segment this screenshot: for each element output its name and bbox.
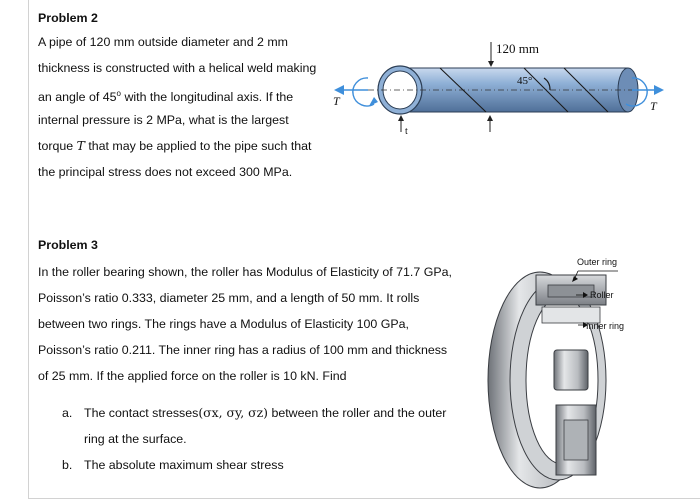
problem2-line-5: torque T that may be applied to the pipe…	[38, 138, 312, 154]
problem2-line-3a: an angle of 45	[38, 90, 117, 105]
problem3-line-4: Poisson’s ratio 0.211. The inner ring ha…	[38, 343, 448, 357]
pipe-figure: 120 mm 45° T T t	[333, 41, 664, 137]
bearing-lower-section	[555, 404, 597, 476]
torque-left-arrow	[334, 77, 378, 107]
roller-element	[553, 349, 589, 391]
problem2-line-1: A pipe of 120 mm outside diameter and 2 …	[38, 35, 289, 49]
item-b-text: The absolute maximum shear stress	[84, 458, 284, 472]
item-a-text: The contact stresses	[84, 406, 199, 420]
torque-right-label: T	[650, 99, 658, 113]
angle-label: 45°	[517, 75, 532, 87]
diameter-arrow	[488, 42, 494, 67]
problem2-line-5a: torque	[38, 139, 74, 153]
torque-symbol: T	[76, 138, 85, 153]
problem2-line-2: thickness is constructed with a helical …	[38, 61, 317, 75]
diameter-label: 120 mm	[496, 41, 539, 56]
problem3-heading: Problem 3	[38, 238, 98, 252]
thickness-arrows	[398, 115, 493, 132]
outer-ring-label: Outer ring	[577, 257, 617, 267]
problem2-line-3: an angle of 45o with the longitudinal ax…	[38, 86, 293, 105]
problem2-line-6: the principal stress does not exceed 300…	[38, 165, 293, 179]
bearing-figure: Outer ring Roller Inner ring	[487, 257, 624, 489]
roller-label: Roller	[590, 290, 614, 300]
torque-left-label: T	[333, 94, 341, 108]
problem3-line-1: In the roller bearing shown, the roller …	[38, 265, 452, 279]
problem2-line-3b: with the longitudinal axis. If the	[124, 90, 294, 105]
problem2-line-5b: that may be applied to the pipe such tha…	[88, 139, 312, 153]
problem2-line-4: internal pressure is 2 MPa, what is the …	[38, 113, 289, 127]
bearing-upper-section	[535, 274, 607, 324]
item-a-marker: a.	[62, 406, 73, 420]
helical-weld	[439, 67, 609, 113]
problem3-line-2: Poisson’s ratio 0.333, diameter 25 mm, a…	[38, 291, 420, 305]
item-a-rest: between the roller and the outer	[271, 406, 447, 420]
problem3-line-5: of 25 mm. If the applied force on the ro…	[38, 369, 347, 383]
degree-mark: o	[116, 89, 121, 98]
bearing-label-arrows	[572, 270, 618, 328]
problem3-line-3: between two rings. The rings have a Modu…	[38, 317, 409, 331]
thickness-label: t	[405, 126, 408, 137]
torque-right-arrow	[625, 77, 664, 107]
item-b-marker: b.	[62, 458, 73, 472]
inner-ring-label: Inner ring	[586, 321, 624, 331]
item-a-math: (σx, σy, σz)	[198, 405, 268, 420]
problem2-heading: Problem 2	[38, 11, 98, 25]
item-a-line-1: The contact stresses(σx, σy, σz) between…	[84, 405, 446, 421]
item-a-line-2: ring at the surface.	[84, 432, 187, 446]
